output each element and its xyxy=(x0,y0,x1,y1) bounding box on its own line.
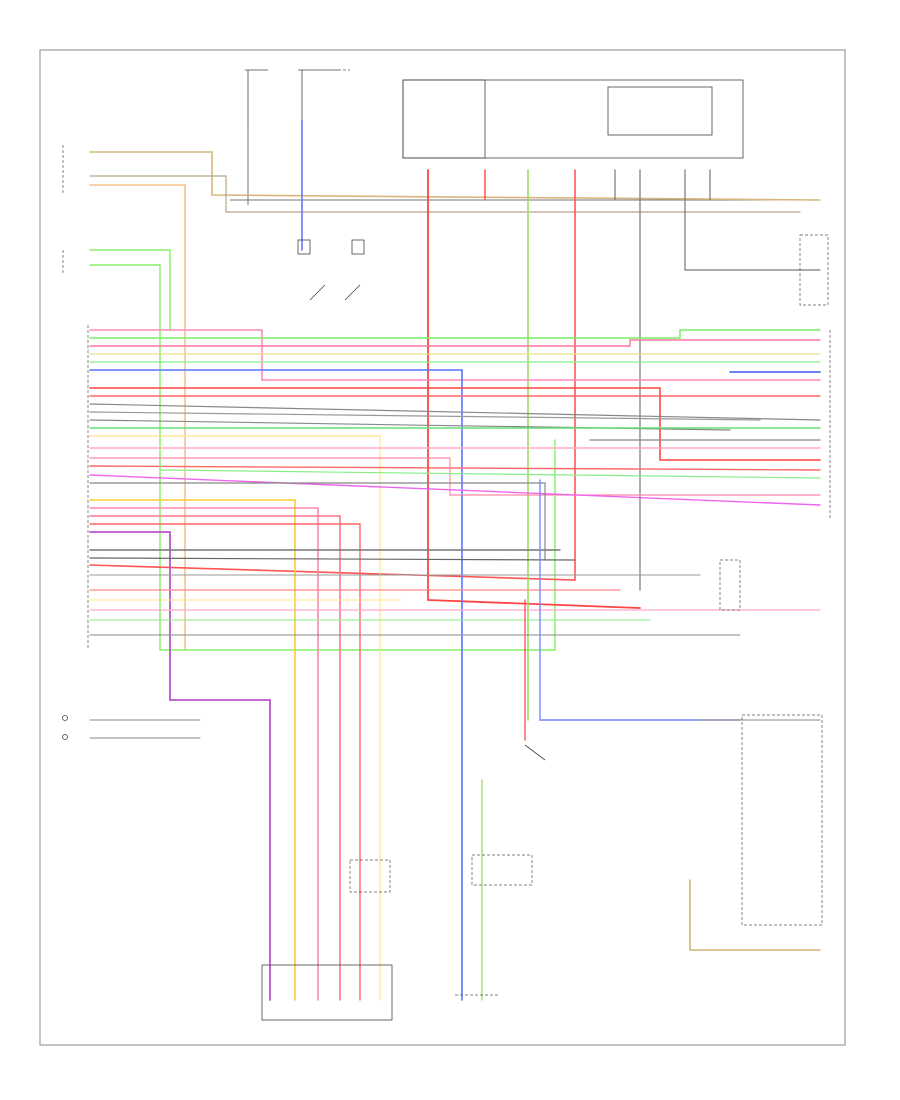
wire-pink-d xyxy=(89,457,821,496)
top-fuse-left xyxy=(245,69,268,130)
wire-group xyxy=(89,119,821,1001)
wire-yellow-c xyxy=(89,499,296,1001)
wire-tan-1 xyxy=(89,151,821,201)
wire-red-main xyxy=(427,169,641,609)
wire-gray-3 xyxy=(684,169,821,271)
wire-red-d xyxy=(89,465,821,471)
wire-tan-meter xyxy=(689,879,821,951)
bottom-sensor-connector xyxy=(261,964,393,1021)
left-ground xyxy=(62,715,68,740)
wire-gray-d xyxy=(89,411,761,421)
pressure-switch xyxy=(719,559,741,611)
wire-orange-1 xyxy=(89,184,186,651)
underhood-fuse-box xyxy=(402,79,744,159)
output-speed-sensor xyxy=(471,854,533,886)
wire-yellow-b xyxy=(89,435,381,1001)
underhood-fuse-box-left xyxy=(402,79,486,159)
top-fuse-right xyxy=(298,69,350,130)
wire-green-1 xyxy=(89,249,171,331)
junction-connector xyxy=(349,859,391,893)
wire-red-e xyxy=(89,523,361,1001)
wire-pink-b xyxy=(89,339,821,347)
overdrive-switch xyxy=(524,744,546,761)
relay-box xyxy=(607,86,713,136)
wire-pink-f xyxy=(89,515,341,1001)
wire-green-d xyxy=(159,459,821,479)
wire-blue-lower xyxy=(539,479,741,721)
wire-red-2 xyxy=(89,169,576,581)
wire-pink-e xyxy=(89,507,319,1001)
ignition-switch xyxy=(799,234,829,306)
wire-green-a xyxy=(89,329,821,339)
wire-red-b xyxy=(89,387,821,461)
wire-tan-2 xyxy=(89,175,801,213)
wire-gray-c xyxy=(89,403,821,421)
wire-magenta-b xyxy=(89,531,271,1001)
wire-magenta-a xyxy=(89,474,821,506)
wire-gray-i xyxy=(89,557,576,561)
brake-switch xyxy=(297,239,365,301)
diagram-frame xyxy=(39,49,846,1046)
wire-blue-a xyxy=(89,369,463,1001)
combination-meter xyxy=(741,714,823,926)
wire-pink-a xyxy=(89,329,821,381)
wire-gray-g xyxy=(89,482,546,561)
